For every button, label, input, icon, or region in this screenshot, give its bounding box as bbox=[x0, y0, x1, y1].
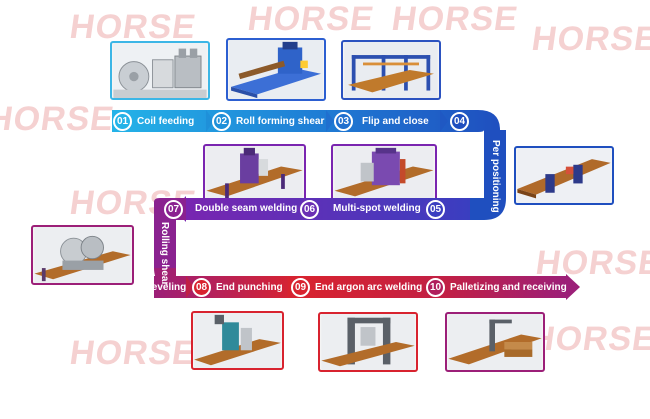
step-10: 10 Palletizing and receiving bbox=[426, 276, 567, 298]
step-06: 06 bbox=[300, 198, 319, 220]
step-03: 03 Flip and close bbox=[334, 110, 429, 132]
step-07: 07 bbox=[164, 198, 183, 220]
step-label-double-seam-welding: Double seam welding bbox=[195, 203, 298, 214]
step-number-06: 06 bbox=[300, 199, 319, 219]
step-number-01: 01 bbox=[113, 111, 132, 131]
flow-band-row2 bbox=[178, 198, 470, 220]
step-05: 05 bbox=[426, 198, 445, 220]
step-number-10: 10 bbox=[426, 277, 445, 297]
step-label-rolling-shear: Rolling shear bbox=[159, 222, 170, 286]
flow-band-right bbox=[470, 130, 506, 220]
step-04: 04 bbox=[450, 110, 469, 132]
machine-image-palletizing-and-receiving bbox=[445, 312, 545, 372]
machine-image-end-punching bbox=[191, 311, 284, 370]
step-number-05: 05 bbox=[426, 199, 445, 219]
step-01: 01 Coil feeding bbox=[113, 110, 194, 132]
machine-image-end-argon-arc-welding bbox=[318, 312, 418, 372]
step-label-end-punching: End punching bbox=[216, 281, 283, 293]
machine-image-flip-and-close bbox=[341, 40, 441, 100]
step-09: 09 End argon arc welding bbox=[291, 276, 422, 298]
step-number-07: 07 bbox=[164, 199, 183, 219]
step-number-03: 03 bbox=[334, 111, 353, 131]
step-label-multi-spot-welding: Multi-spot welding bbox=[333, 203, 421, 214]
step-number-02: 02 bbox=[212, 111, 231, 131]
step-label-palletizing-and-receiving: Palletizing and receiving bbox=[450, 281, 567, 293]
step-label-coil-feeding: Coil feeding bbox=[137, 115, 195, 127]
flow-arrow-row3 bbox=[566, 274, 580, 300]
machine-image-per-positioning bbox=[514, 146, 614, 205]
step-number-08: 08 bbox=[192, 277, 211, 297]
step-label-leveling: leveling bbox=[149, 282, 187, 293]
machine-image-double-seam-welding bbox=[203, 144, 306, 204]
machine-image-coil-feeding bbox=[110, 41, 210, 100]
step-08: 08 End punching bbox=[192, 276, 283, 298]
step-02: 02 Roll forming shear bbox=[212, 110, 324, 132]
step-label-per-positioning: Per positioning bbox=[490, 140, 501, 213]
machine-image-roll-forming-shear bbox=[226, 38, 326, 101]
step-label-end-argon-arc-welding: End argon arc welding bbox=[315, 281, 423, 293]
step-number-04: 04 bbox=[450, 111, 469, 131]
step-label-flip-and-close: Flip and close bbox=[362, 115, 429, 127]
step-label-roll-forming-shear: Roll forming shear bbox=[236, 115, 325, 127]
machine-image-rolling-shear bbox=[31, 225, 134, 285]
step-number-09: 09 bbox=[291, 277, 310, 297]
